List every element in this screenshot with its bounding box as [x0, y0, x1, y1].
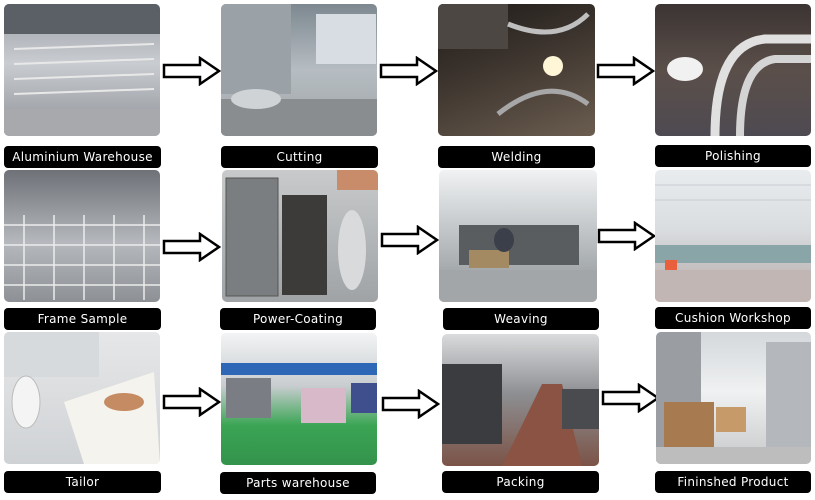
right-arrow-icon — [162, 56, 222, 86]
weaving-photo — [439, 170, 597, 302]
step-label: Weaving — [443, 308, 599, 330]
welding-photo — [438, 4, 595, 136]
frame-sample-photo — [4, 170, 160, 302]
packing-photo — [442, 334, 599, 466]
step-label: Fininshed Product — [655, 471, 811, 493]
right-arrow-icon — [162, 387, 222, 417]
cutting-photo — [221, 4, 377, 136]
step-label: Aluminium Warehouse — [4, 146, 161, 168]
step-label: Packing — [442, 471, 599, 493]
right-arrow-icon — [597, 221, 657, 251]
step-label: Polishing — [655, 145, 811, 167]
right-arrow-icon — [596, 56, 656, 86]
step-label: Cutting — [221, 146, 378, 168]
right-arrow-icon — [379, 56, 439, 86]
right-arrow-icon — [162, 232, 222, 262]
step-label: Tailor — [4, 471, 161, 493]
cushion-workshop-photo — [655, 170, 811, 302]
aluminium-warehouse-photo — [4, 4, 160, 136]
tailor-photo — [4, 332, 160, 464]
right-arrow-icon — [381, 389, 441, 419]
polishing-photo — [655, 4, 811, 136]
step-label: Frame Sample — [4, 308, 161, 330]
step-label: Welding — [438, 146, 595, 168]
step-label: Parts warehouse — [220, 472, 376, 494]
right-arrow-icon — [601, 383, 661, 413]
power-coating-photo — [222, 170, 378, 302]
parts-warehouse-photo — [221, 333, 377, 465]
right-arrow-icon — [380, 225, 440, 255]
step-label: Power-Coating — [220, 308, 376, 330]
finished-product-photo — [656, 332, 811, 464]
step-label: Cushion Workshop — [655, 307, 811, 329]
